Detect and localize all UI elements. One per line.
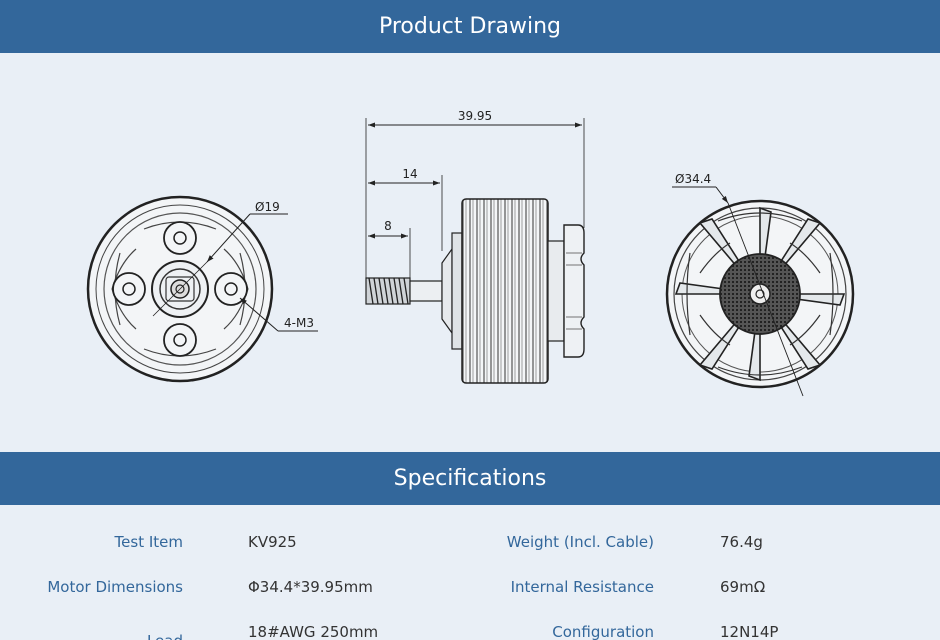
section-title: Specifications — [393, 466, 547, 491]
spec-value-internal-resistance: 69mΩ — [720, 578, 766, 596]
spec-label-internal-resistance: Internal Resistance — [510, 578, 654, 596]
base-view: Ø19 4-M3 — [86, 195, 318, 383]
dim-thread-length: 8 — [384, 219, 392, 233]
section-title: Product Drawing — [378, 14, 561, 39]
spec-label-test-item: Test Item — [114, 533, 183, 551]
dim-bell-diameter: Ø34.4 — [675, 172, 711, 186]
top-view: Ø34.4 — [665, 172, 855, 397]
spec-label-motor-dimensions: Motor Dimensions — [47, 578, 183, 596]
spec-value-configuration: 12N14P — [720, 623, 779, 640]
spec-label-weight: Weight (Incl. Cable) — [506, 533, 654, 551]
dim-base-diameter: Ø19 — [255, 200, 280, 214]
section-header-specifications: Specifications — [0, 452, 940, 505]
spec-value-lead: 18#AWG 250mm — [248, 623, 379, 640]
dim-mount-holes: 4-M3 — [284, 316, 314, 330]
section-header-product-drawing: Product Drawing — [0, 0, 940, 53]
spec-value-weight: 76.4g — [720, 533, 763, 551]
side-view: 39.95 14 8 — [365, 109, 585, 384]
dim-overall-length: 39.95 — [458, 109, 492, 123]
specifications-table: Test Item KV925 Motor Dimensions Φ34.4*3… — [0, 505, 940, 640]
spec-label-lead: Lead — [147, 632, 183, 640]
spec-label-configuration: Configuration — [552, 623, 654, 640]
product-drawing: Ø19 4-M3 39.95 14 8 — [0, 53, 940, 452]
technical-drawing-svg: Ø19 4-M3 39.95 14 8 — [86, 109, 855, 397]
spec-value-motor-dimensions: Φ34.4*39.95mm — [248, 578, 373, 596]
spec-value-test-item: KV925 — [248, 533, 297, 551]
dim-shaft-length: 14 — [402, 167, 417, 181]
